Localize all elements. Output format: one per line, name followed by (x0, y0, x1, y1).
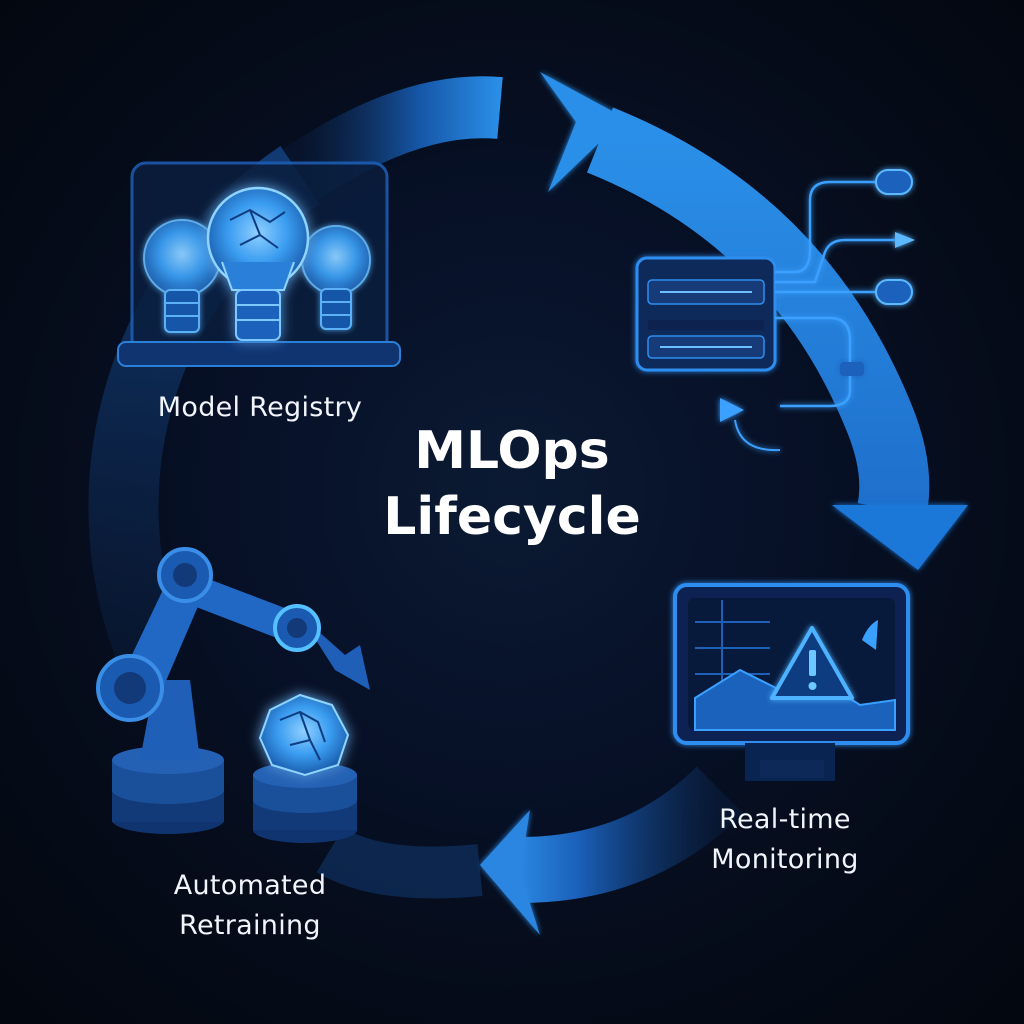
monitor-warning-icon (673, 583, 910, 781)
label-real-time-monitoring: Real-time Monitoring (670, 800, 900, 880)
title-line-1: MLOps (414, 421, 610, 481)
robotic-arm-icon (96, 547, 370, 843)
model-sphere-icon (258, 693, 350, 777)
retraining-line-2: Retraining (179, 910, 321, 941)
monitoring-line-1: Real-time (719, 804, 851, 835)
title-line-2: Lifecycle (383, 487, 641, 547)
arc-bottom-tail (316, 827, 483, 899)
diagram-title: MLOps Lifecycle (312, 418, 712, 550)
lightbulb-models-icon (117, 161, 401, 367)
retraining-line-1: Automated (173, 870, 327, 901)
deployment-pipeline-icon (635, 169, 915, 452)
arc-top (282, 76, 503, 201)
label-model-registry: Model Registry (157, 392, 363, 423)
monitoring-line-2: Monitoring (711, 844, 859, 875)
arrowhead-right (832, 505, 968, 570)
arrowhead-top (540, 72, 625, 192)
arc-right (586, 107, 930, 517)
arrowhead-bottom (480, 810, 540, 935)
label-automated-retraining: Automated Retraining (130, 866, 370, 946)
arc-bottom (519, 766, 744, 903)
